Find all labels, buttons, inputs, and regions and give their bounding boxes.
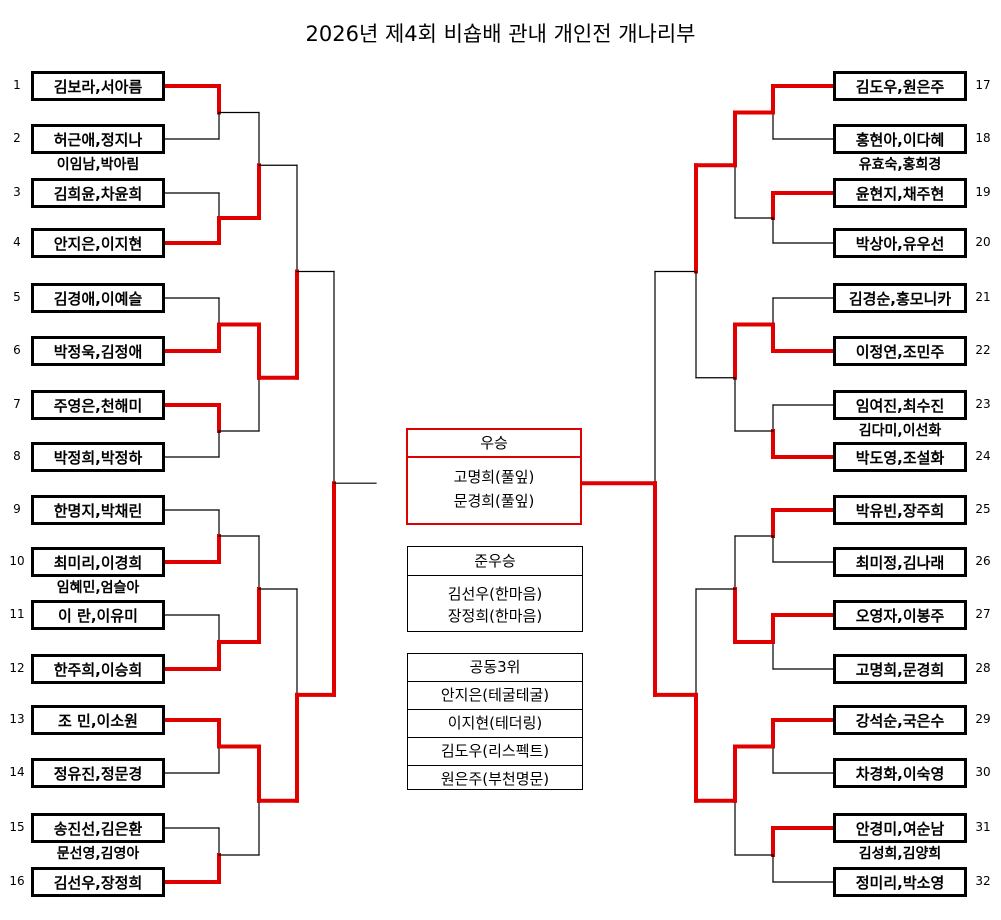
seed-number: 11 bbox=[9, 607, 25, 621]
team-box: 김경애,이예슬 bbox=[31, 283, 165, 313]
team-box: 안경미,여순남 bbox=[833, 813, 967, 843]
seed-number: 6 bbox=[13, 343, 21, 357]
seed-number: 9 bbox=[13, 502, 21, 516]
seed-number: 10 bbox=[9, 554, 25, 568]
seed-number: 23 bbox=[975, 397, 991, 411]
team-box: 주영은,천해미 bbox=[31, 390, 165, 420]
winner-name: 문경희(풀잎) bbox=[453, 492, 535, 510]
team-box: 안지은,이지현 bbox=[31, 228, 165, 258]
runner-up-name: 장정희(한마음) bbox=[447, 607, 543, 625]
substitute-names: 문선영,김영아 bbox=[56, 846, 140, 862]
winner-label: 우승 bbox=[408, 430, 580, 458]
team-box: 김보라,서아름 bbox=[31, 71, 165, 101]
seed-number: 29 bbox=[975, 712, 991, 726]
third-place-label: 공동3위 bbox=[408, 654, 582, 682]
team-box: 김경순,홍모니카 bbox=[833, 283, 967, 313]
seed-number: 28 bbox=[975, 661, 991, 675]
seed-number: 15 bbox=[9, 820, 25, 834]
page-title: 2026년 제4회 비숍배 관내 개인전 개나리부 bbox=[305, 22, 696, 46]
team-box: 한명지,박채린 bbox=[31, 495, 165, 525]
seed-number: 4 bbox=[13, 235, 21, 249]
runner-up-name: 김선우(한마음) bbox=[447, 585, 543, 603]
third-place-box: 공동3위 안지은(테굴테굴) 이지현(테더링) 김도우(리스펙트) 원은주(부천… bbox=[407, 653, 583, 790]
team-box: 강석순,국은수 bbox=[833, 705, 967, 735]
seed-number: 26 bbox=[975, 554, 991, 568]
team-box: 김선우,장정희 bbox=[31, 867, 165, 897]
seed-number: 20 bbox=[975, 235, 991, 249]
team-box: 오영자,이봉주 bbox=[833, 600, 967, 630]
seed-number: 24 bbox=[975, 449, 991, 463]
seed-number: 12 bbox=[9, 661, 25, 675]
seed-number: 32 bbox=[975, 874, 991, 888]
third-place-name: 이지현(테더링) bbox=[408, 710, 582, 738]
seed-number: 1 bbox=[13, 78, 21, 92]
seed-number: 14 bbox=[9, 765, 25, 779]
team-box: 송진선,김은환 bbox=[31, 813, 165, 843]
substitute-names: 이임남,박아림 bbox=[56, 157, 140, 173]
team-box: 박정욱,김정애 bbox=[31, 336, 165, 366]
team-box: 박정희,박정하 bbox=[31, 442, 165, 472]
runner-up-label: 준우승 bbox=[408, 547, 582, 576]
team-box: 최미리,이경희 bbox=[31, 547, 165, 577]
team-box: 한주희,이승희 bbox=[31, 654, 165, 684]
seed-number: 2 bbox=[13, 131, 21, 145]
winner-name: 고명희(풀잎) bbox=[453, 468, 535, 486]
seed-number: 3 bbox=[13, 185, 21, 199]
team-box: 윤현지,채주현 bbox=[833, 178, 967, 208]
seed-number: 16 bbox=[9, 874, 25, 888]
seed-number: 19 bbox=[975, 185, 991, 199]
seed-number: 25 bbox=[975, 502, 991, 516]
runner-up-box: 준우승 김선우(한마음) 장정희(한마음) bbox=[407, 546, 583, 632]
team-box: 임여진,최수진 bbox=[833, 390, 967, 420]
substitute-names: 임혜민,엄슬아 bbox=[56, 580, 140, 596]
team-box: 김도우,원은주 bbox=[833, 71, 967, 101]
seed-number: 17 bbox=[975, 78, 991, 92]
winner-box: 우승 고명희(풀잎) 문경희(풀잎) bbox=[406, 428, 582, 525]
team-box: 박상아,유우선 bbox=[833, 228, 967, 258]
team-box: 고명희,문경희 bbox=[833, 654, 967, 684]
seed-number: 18 bbox=[975, 131, 991, 145]
third-place-name: 김도우(리스펙트) bbox=[408, 738, 582, 766]
seed-number: 7 bbox=[13, 397, 21, 411]
team-box: 정미리,박소영 bbox=[833, 867, 967, 897]
substitute-names: 유효숙,홍희경 bbox=[858, 157, 942, 173]
team-box: 박유빈,장주희 bbox=[833, 495, 967, 525]
seed-number: 13 bbox=[9, 712, 25, 726]
seed-number: 22 bbox=[975, 343, 991, 357]
team-box: 차경화,이숙영 bbox=[833, 758, 967, 788]
team-box: 정유진,정문경 bbox=[31, 758, 165, 788]
seed-number: 8 bbox=[13, 449, 21, 463]
team-box: 허근애,정지나 bbox=[31, 124, 165, 154]
seed-number: 21 bbox=[975, 290, 991, 304]
seed-number: 5 bbox=[13, 290, 21, 304]
third-place-name: 원은주(부천명문) bbox=[440, 770, 550, 788]
team-box: 이정연,조민주 bbox=[833, 336, 967, 366]
team-box: 박도영,조설화 bbox=[833, 442, 967, 472]
seed-number: 27 bbox=[975, 607, 991, 621]
team-box: 이 란,이유미 bbox=[31, 600, 165, 630]
third-place-name: 안지은(테굴테굴) bbox=[408, 682, 582, 710]
team-box: 홍현아,이다혜 bbox=[833, 124, 967, 154]
seed-number: 31 bbox=[975, 820, 991, 834]
team-box: 김희윤,차윤희 bbox=[31, 178, 165, 208]
seed-number: 30 bbox=[975, 765, 991, 779]
substitute-names: 김다미,이선화 bbox=[858, 423, 942, 439]
substitute-names: 김성희,김양희 bbox=[858, 846, 942, 862]
team-box: 조 민,이소원 bbox=[31, 705, 165, 735]
team-box: 최미정,김나래 bbox=[833, 547, 967, 577]
